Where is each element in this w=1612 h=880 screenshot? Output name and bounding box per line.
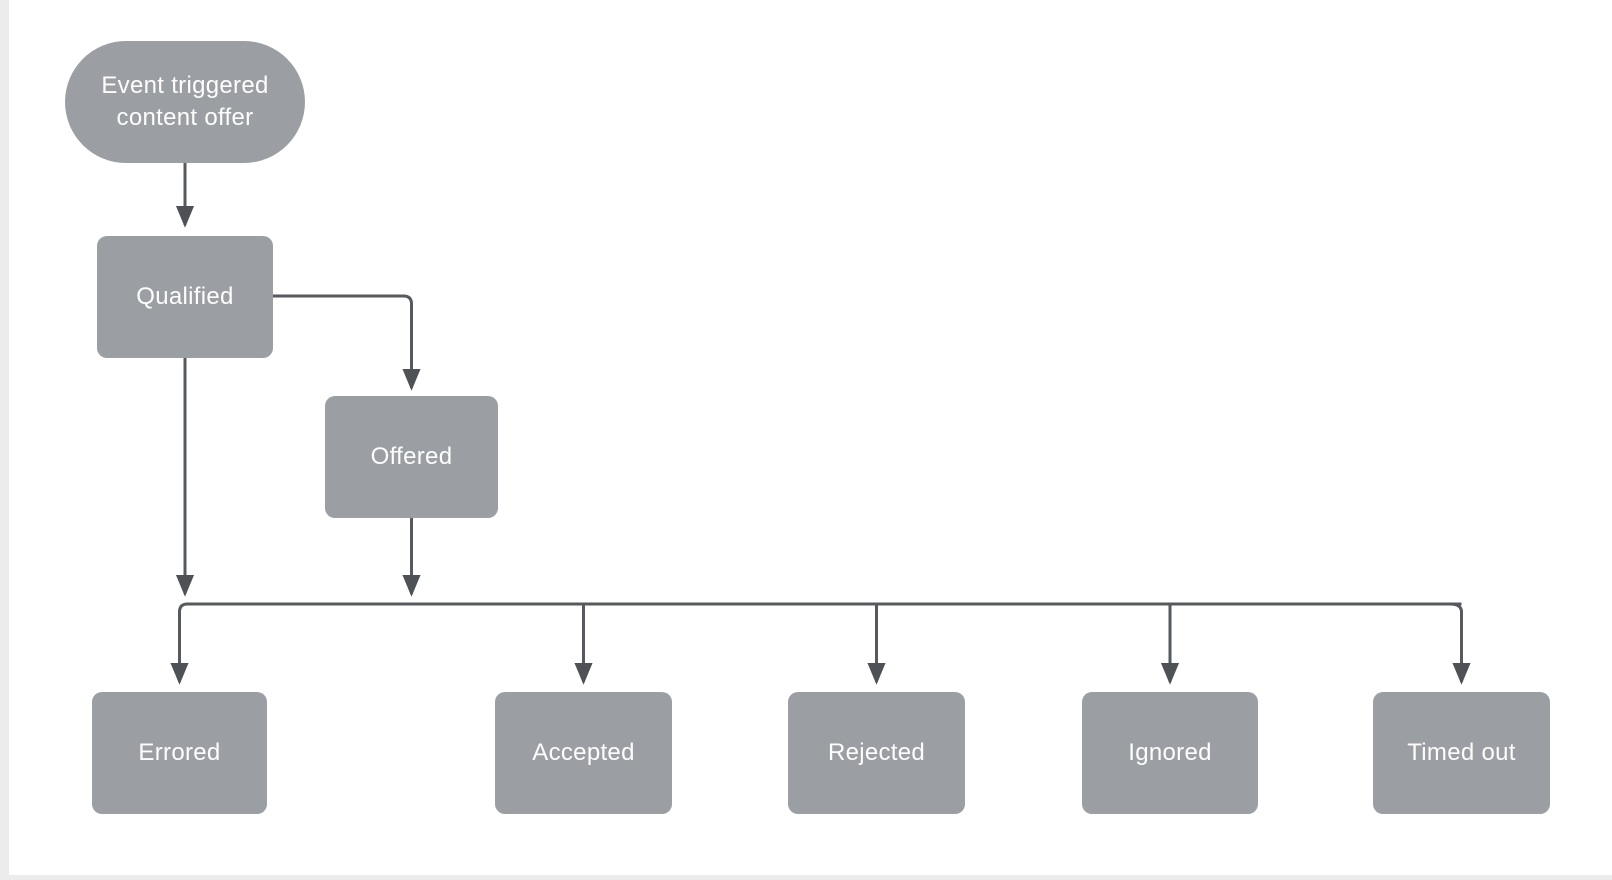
- edge-qualified-to-offered: [273, 294, 421, 391]
- node-label-rejected: Rejected: [827, 739, 926, 767]
- edge-bus-to-errored: [170, 602, 1462, 685]
- node-label-timedout: Timed out: [1407, 739, 1516, 767]
- flow-node-timedout: Timed out: [1373, 692, 1550, 814]
- frame-edge-bottom: [0, 875, 1612, 880]
- flow-node-ignored: Ignored: [1082, 692, 1258, 814]
- node-label-ignored: Ignored: [1128, 739, 1212, 767]
- flow-node-offered: Offered: [325, 396, 498, 518]
- node-label-errored: Errored: [138, 739, 221, 767]
- edge-bus-to-timedout: [1449, 602, 1471, 685]
- flow-node-qualified: Qualified: [97, 236, 273, 358]
- node-label-offered: Offered: [370, 443, 453, 471]
- flow-node-rejected: Rejected: [788, 692, 965, 814]
- flow-node-errored: Errored: [92, 692, 267, 814]
- frame-edge-left: [0, 0, 9, 880]
- node-label-accepted: Accepted: [532, 739, 635, 767]
- flow-node-start: Event triggered content offer: [65, 41, 305, 163]
- flow-node-accepted: Accepted: [495, 692, 672, 814]
- node-label-start: Event triggered content offer: [101, 72, 269, 131]
- node-label-qualified: Qualified: [136, 283, 234, 311]
